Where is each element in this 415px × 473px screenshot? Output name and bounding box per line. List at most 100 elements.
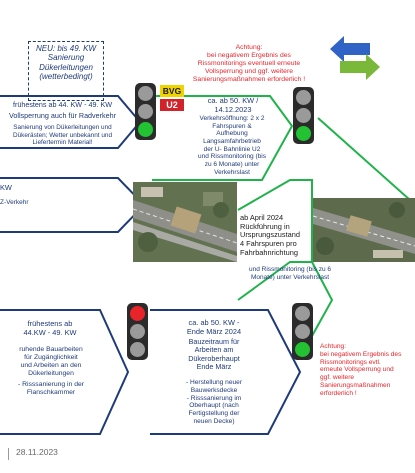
stage2-detail-line: Langsamfahrbetrieb (203, 137, 261, 145)
stage5-detail-line: Fertigstellung der (188, 410, 240, 418)
traffic-light-2 (293, 87, 314, 144)
warning-bottom-line: Achtung: (320, 343, 347, 350)
stage5-subtitle-line: Ende März (196, 362, 232, 372)
top-note-line: Sanierung (47, 53, 85, 63)
footer-date: 28.11.2023 (16, 447, 58, 457)
stage2-detail-line: Verkehrsöffnung: 2 x 2 (199, 115, 265, 122)
stage4-title-line: 44.KW - 49. KW (23, 327, 77, 337)
traffic-light-4 (292, 303, 313, 360)
stage3-title-line: Fahrbahnrichtung (240, 247, 298, 257)
lamp-off-icon (130, 324, 145, 339)
aerial-photo-1 (133, 182, 237, 262)
stage5-detail-line: neuen Decke) (193, 417, 235, 425)
warning-top-line: Sanierungsmaßnahmen erforderlich ! (192, 76, 306, 84)
warning-bottom-line: erneute Vollsperrung und (320, 366, 394, 374)
stage1-text: frühestens ab 44. KW - 49. KW Vollsperru… (0, 100, 125, 147)
stage5-detail-line: Bauwerksdecke (190, 386, 238, 394)
stage4-arrow-outline (0, 309, 130, 435)
lamp-green-icon (295, 342, 310, 357)
stage2-detail-line: Aufhebung (216, 130, 248, 138)
warning-top-line: Vollsperrung und ggf. weitere (204, 68, 294, 76)
stage4-title: frühestens ab 44.KW - 49. KW (0, 319, 100, 337)
footer-divider (8, 448, 9, 460)
stage4-detail-line: ruhende Bauarbeiten (19, 346, 83, 353)
stage4-detail-line: - Risssanierung in der (17, 381, 85, 389)
top-note-box (28, 41, 104, 101)
traffic-light-1 (135, 83, 156, 140)
top-note: NEU: bis 49. KW Sanierung Dükerleitungen… (28, 44, 104, 82)
aerial-photo-2 (313, 198, 415, 262)
stage4-detail-line: für Zugänglichkeit (24, 354, 78, 362)
top-note-line: (wetterbedingt) (39, 72, 93, 82)
warning-bottom-line: erforderlich ! (320, 389, 357, 397)
warning-top-line: Achtung: (235, 44, 263, 51)
stage5-detail: - Herstellung neuer Bauwerksdecke - Riss… (164, 379, 264, 426)
stage1-subtitle: Vollsperrung auch für Radverkehr (8, 111, 117, 121)
bvg-logo: BVG (160, 85, 184, 97)
stage3-title-line: ab April 2024 (240, 213, 284, 222)
stage5-subtitle: Bauzeitraum für Arbeiten am Dükeroberhau… (164, 337, 264, 372)
stage5-subtitle-line: Dükeroberhaupt (188, 353, 240, 363)
stage3-title-line: Rückführung in (240, 221, 290, 231)
stage5-detail-line: - Herstellung neuer (185, 379, 243, 386)
traffic-light-3 (127, 303, 148, 360)
stage2-detail-line: Verkehrslast (214, 168, 250, 176)
lamp-red-icon (130, 306, 145, 321)
stage4-title-line: frühestens ab (27, 319, 73, 328)
stage2-detail-line: der U- Bahnlinie U2 (203, 145, 261, 153)
stage3-title: ab April 2024 Rückführung in Ursprungszu… (240, 213, 312, 258)
stage4-detail: ruhende Bauarbeiten für Zugänglichkeit u… (0, 346, 102, 397)
lamp-off-icon (296, 108, 311, 123)
stage2-title-line: ca. ab 50. KW / (207, 96, 259, 105)
stage3-detail-line: und Rissmonitoring (bis zu 6 (248, 266, 331, 273)
lamp-off-icon (295, 306, 310, 321)
lamp-off-icon (296, 90, 311, 105)
stage5-title-line: Ende März 2024 (186, 326, 242, 336)
top-note-line: Dükerleitungen (39, 62, 93, 72)
aerial-photo-1-art (133, 182, 237, 262)
stage5-detail-line: - Risssanierung im (186, 394, 242, 402)
stage2-title: ca. ab 50. KW / 14.12.2023 (188, 96, 278, 114)
stage1-title: frühestens ab 44. KW - 49. KW (12, 100, 113, 109)
lamp-off-icon (130, 342, 145, 357)
stage2-arrow-outline (150, 95, 294, 181)
lamp-off-icon (138, 104, 153, 119)
stage2-detail-line: Fahrspuren & (212, 122, 252, 130)
fragment-line: Z-Verkehr (0, 198, 29, 206)
warning-bottom: Achtung: bei negativem Ergebnis des Riss… (320, 343, 415, 397)
stage3-detail-line: Monate) unter Verkehrslast (250, 273, 330, 281)
warning-bottom-line: Rissmonitorings evtl. (320, 358, 381, 366)
stage2-detail: Verkehrsöffnung: 2 x 2 Fahrspuren & Aufh… (186, 115, 278, 176)
warning-bottom-line: bei negativem Ergebnis des (320, 350, 402, 358)
u2-badge: U2 (160, 99, 184, 111)
lamp-green-icon (296, 126, 311, 141)
swap-arrows-icon (330, 36, 380, 80)
lamp-off-icon (295, 324, 310, 339)
stage4-detail-line: Dükerleitungen (28, 370, 74, 378)
stage2-detail-line: zu 6 Monate) unter (204, 160, 260, 168)
stage5-subtitle-line: Arbeiten am (194, 345, 234, 355)
stage5-title: ca. ab 50. KW - Ende März 2024 (164, 318, 264, 336)
warning-bottom-line: Sanierungsmaßnahmen (320, 381, 391, 389)
stage5-arrow-outline (150, 309, 302, 435)
warning-top-line: bei negativem Ergebnis des (207, 52, 291, 60)
stage3-title-line: Ursprungszustand (240, 230, 300, 240)
stage2-title-line: 14.12.2023 (214, 104, 252, 114)
warning-top: Achtung: bei negativem Ergebnis des Riss… (170, 44, 328, 84)
stage5-detail-line: Oberhaupt (nach (189, 402, 239, 410)
stage3-arrow-outline (237, 179, 313, 301)
warning-bottom-line: ggf. weitere (320, 374, 355, 382)
stage3-detail: und Rissmonitoring (bis zu 6 Monate) unt… (238, 266, 342, 281)
fragment-line: KW (0, 183, 12, 192)
stage1-detail-line: Liefertermin Material! (32, 139, 93, 147)
stage3-title-line: 4 Fahrspuren pro (240, 239, 297, 249)
stage5-title-line: ca. ab 50. KW - (188, 318, 240, 327)
stage5-subtitle-line: Bauzeitraum für (188, 337, 240, 346)
warning-top-line: Rissmonitorings eventuell erneute (197, 60, 301, 68)
lamp-green-icon (138, 122, 153, 137)
stage4-detail-line: Flanschkammer (26, 389, 76, 397)
top-note-line: NEU: bis 49. KW (35, 44, 96, 53)
lamp-off-icon (138, 86, 153, 101)
green-connector-arrow (311, 261, 334, 337)
